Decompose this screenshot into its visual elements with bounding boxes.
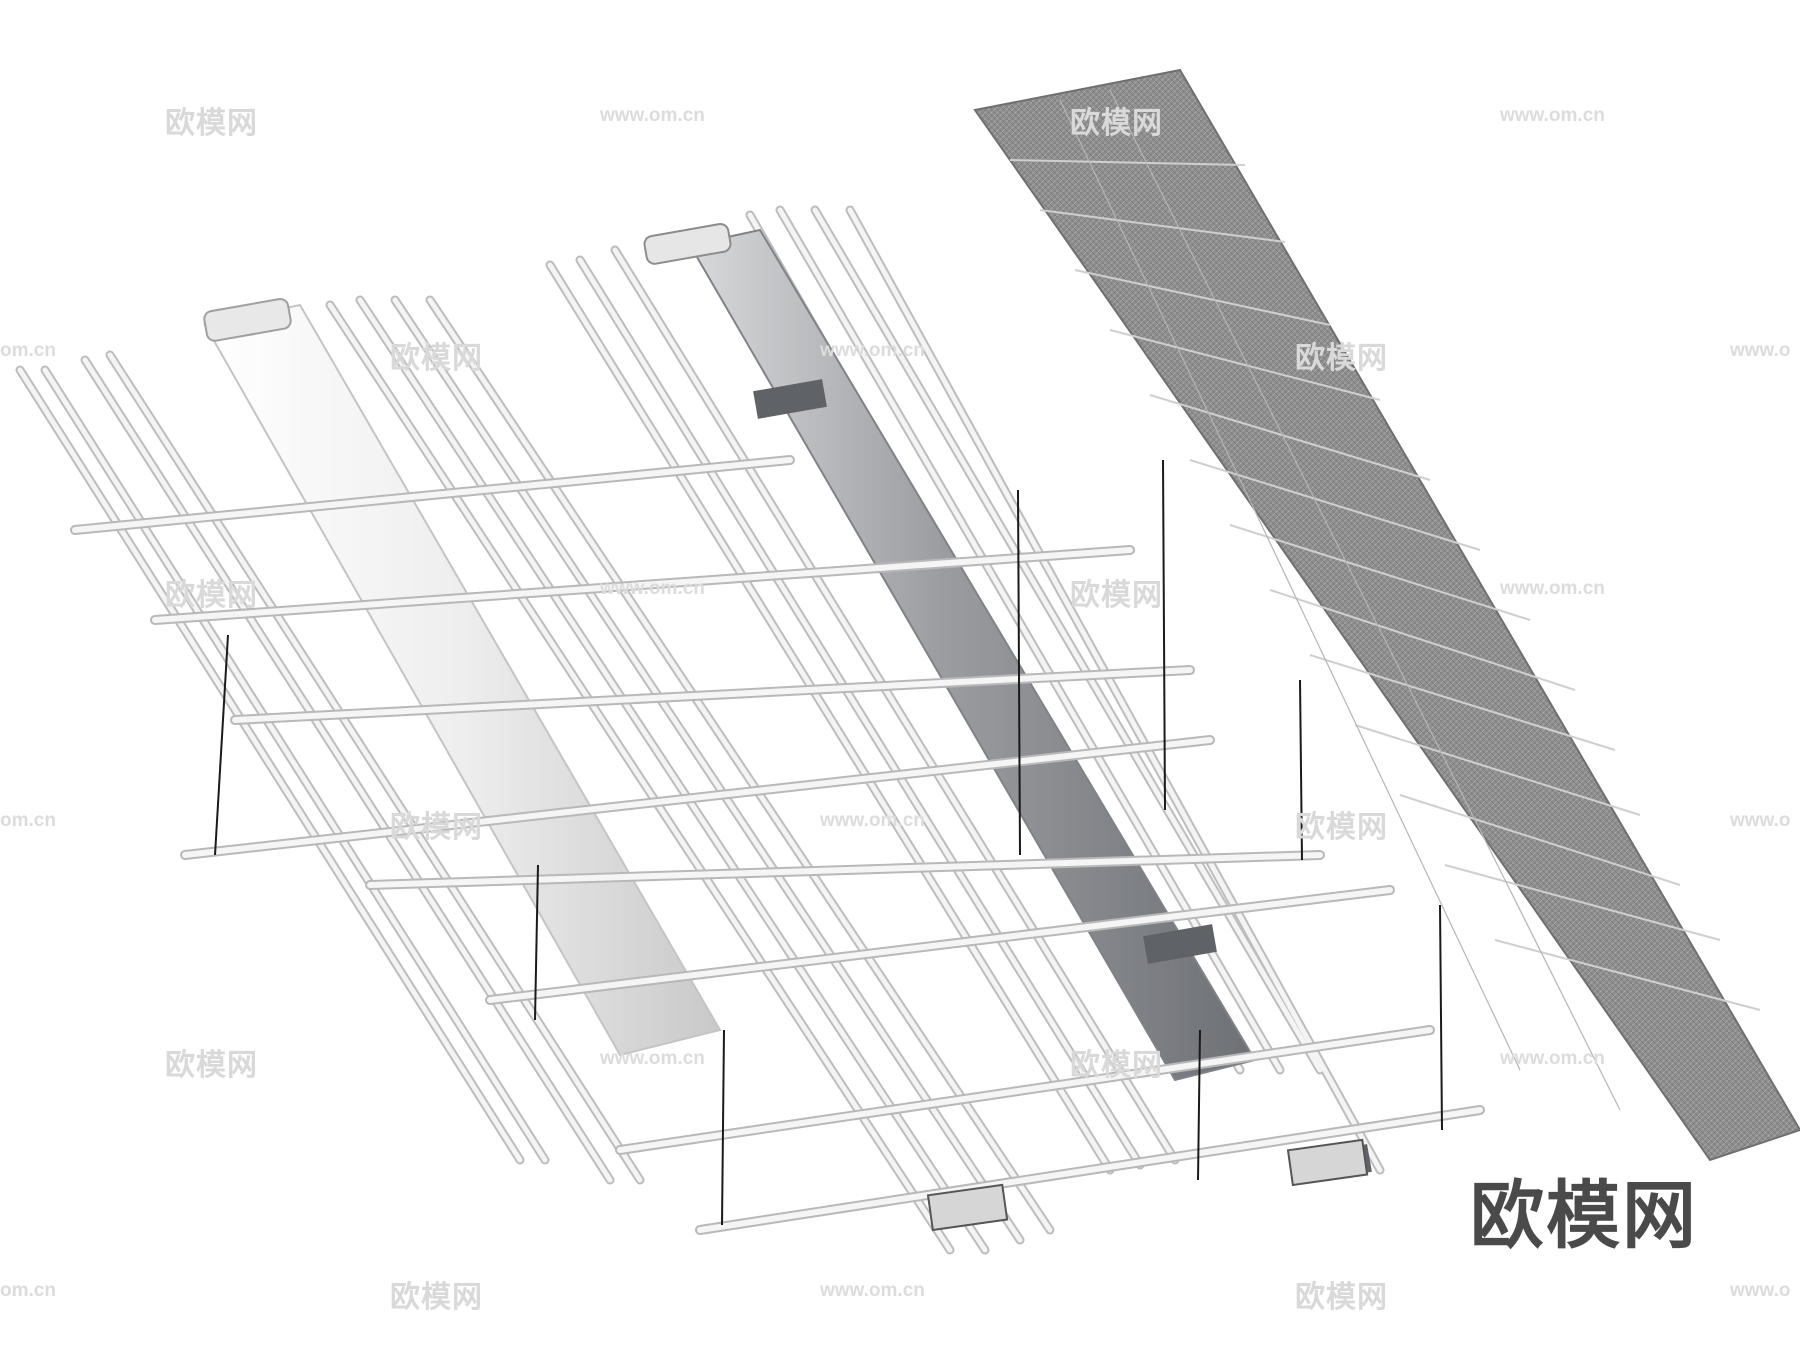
watermark: 欧模网 xyxy=(165,1048,258,1083)
watermark: 欧模网 xyxy=(1295,341,1388,376)
watermark-url: om.cn xyxy=(0,1280,56,1301)
watermark: 欧模网 xyxy=(390,1280,483,1315)
watermark: 欧模网 xyxy=(165,106,258,141)
watermark: 欧模网 xyxy=(1295,1280,1388,1315)
watermark-url: om.cn xyxy=(0,340,56,361)
watermark: 欧模网 xyxy=(1070,106,1163,141)
watermark: 欧模网 xyxy=(1295,810,1388,845)
ceiling-panel xyxy=(973,68,1800,1162)
watermark: 欧模网 xyxy=(390,341,483,376)
watermark-url: om.cn xyxy=(0,810,56,831)
watermark-url: www.om.cn xyxy=(1500,578,1605,599)
watermark: 欧模网 xyxy=(1070,1048,1163,1083)
watermark-url: www.om.cn xyxy=(600,578,705,599)
watermark: 欧模网 xyxy=(1070,578,1163,613)
watermark-url: www.om.cn xyxy=(820,340,925,361)
watermark: 欧模网 xyxy=(390,810,483,845)
watermark-url: www.om.cn xyxy=(600,105,705,126)
brand-logo-text: 欧模网 xyxy=(1470,1173,1698,1259)
watermark-url: www.om.cn xyxy=(1500,105,1605,126)
watermark-url: www.o xyxy=(1730,340,1791,361)
watermark-url: www.o xyxy=(1730,1280,1791,1301)
watermark-url: www.o xyxy=(1730,810,1791,831)
watermark-url: www.om.cn xyxy=(820,1280,925,1301)
cross-pipes xyxy=(70,455,1485,1235)
watermark-url: www.om.cn xyxy=(820,810,925,831)
watermark-url: www.om.cn xyxy=(600,1048,705,1069)
air-duct-light xyxy=(203,298,722,1057)
diffusers xyxy=(926,1138,1369,1232)
hanger-rods xyxy=(214,459,1443,1226)
watermark-url: www.om.cn xyxy=(1500,1048,1605,1069)
watermark: 欧模网 xyxy=(165,578,258,613)
